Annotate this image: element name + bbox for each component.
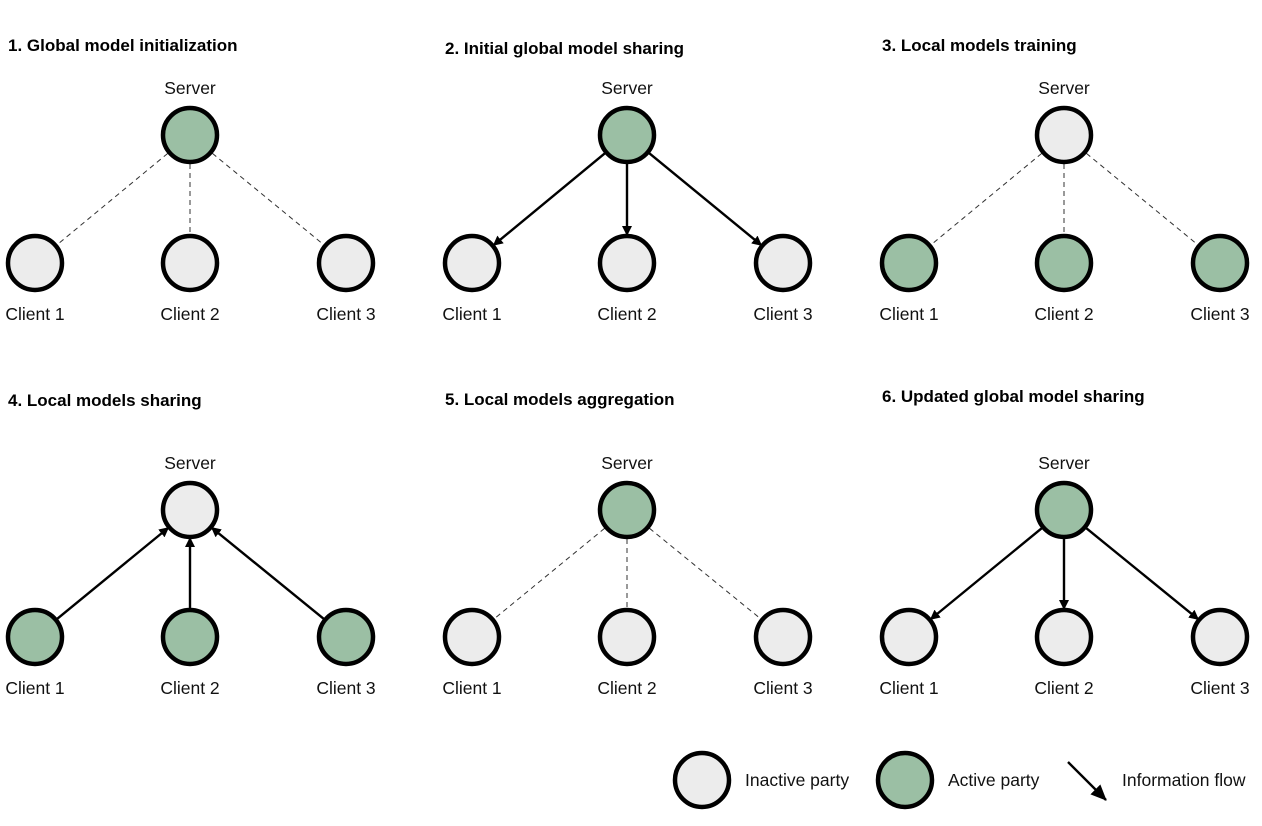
server-label: Server (1038, 453, 1090, 473)
client-node-3 (316, 233, 376, 293)
client-node-1 (442, 607, 502, 667)
panel-title: 6. Updated global model sharing (882, 387, 1145, 406)
panel-6: 6. Updated global model sharingServerCli… (879, 387, 1249, 698)
server-node (1034, 105, 1094, 165)
client-label-2: Client 2 (1034, 678, 1093, 698)
client-node-3 (1190, 607, 1250, 667)
client-node-1 (5, 607, 65, 667)
client-node-2 (597, 607, 657, 667)
panel-title: 3. Local models training (882, 36, 1077, 55)
connection-line-client-3 (1086, 153, 1198, 245)
client-node-3 (753, 233, 813, 293)
legend: Inactive party Active party Information … (672, 750, 1246, 810)
panel-title: 2. Initial global model sharing (445, 39, 684, 58)
legend-active-swatch (875, 750, 935, 810)
flow-arrow-to-client-3 (1082, 524, 1200, 621)
client-label-3: Client 3 (1190, 678, 1249, 698)
client-label-2: Client 2 (1034, 304, 1093, 324)
client-label-1: Client 1 (442, 304, 501, 324)
client-node-2 (160, 607, 220, 667)
client-label-1: Client 1 (442, 678, 501, 698)
legend-active-label: Active party (948, 770, 1040, 790)
server-label: Server (601, 78, 653, 98)
client-node-2 (160, 233, 220, 293)
client-node-1 (879, 607, 939, 667)
panel-title: 1. Global model initialization (8, 36, 238, 55)
connection-line-client-1 (931, 153, 1042, 245)
server-label: Server (164, 78, 216, 98)
server-label: Server (164, 453, 216, 473)
flow-arrow-from-client-3 (210, 526, 328, 623)
client-node-2 (1034, 233, 1094, 293)
connection-line-client-1 (57, 153, 168, 245)
panel-1: 1. Global model initializationServerClie… (5, 36, 375, 324)
client-node-1 (879, 233, 939, 293)
client-label-3: Client 3 (753, 304, 812, 324)
server-node (160, 105, 220, 165)
legend-inactive-swatch (672, 750, 732, 810)
panel-5: 5. Local models aggregationServerClient … (442, 390, 812, 698)
client-node-3 (316, 607, 376, 667)
server-label: Server (601, 453, 653, 473)
legend-flow-label: Information flow (1122, 770, 1246, 790)
client-node-2 (1034, 607, 1094, 667)
client-label-3: Client 3 (753, 678, 812, 698)
client-label-3: Client 3 (316, 304, 375, 324)
panel-title: 4. Local models sharing (8, 391, 202, 410)
client-label-1: Client 1 (5, 678, 64, 698)
flow-arrow-from-client-1 (53, 526, 170, 623)
client-label-2: Client 2 (597, 678, 656, 698)
server-node (160, 480, 220, 540)
flow-arrow-to-client-3 (645, 149, 763, 247)
server-node (1034, 480, 1094, 540)
client-label-1: Client 1 (879, 304, 938, 324)
server-label: Server (1038, 78, 1090, 98)
server-node (597, 105, 657, 165)
client-label-3: Client 3 (1190, 304, 1249, 324)
panels: 1. Global model initializationServerClie… (5, 36, 1249, 698)
client-label-2: Client 2 (160, 678, 219, 698)
client-label-1: Client 1 (879, 678, 938, 698)
client-node-1 (5, 233, 65, 293)
legend-flow-arrow-icon (1067, 761, 1107, 801)
legend-inactive-label: Inactive party (745, 770, 849, 790)
connection-line-client-1 (494, 527, 605, 620)
connection-line-client-3 (649, 527, 761, 620)
server-node (597, 480, 657, 540)
client-label-3: Client 3 (316, 678, 375, 698)
panel-2: 2. Initial global model sharingServerCli… (442, 39, 812, 324)
flow-arrow-to-client-1 (929, 524, 1046, 621)
client-node-3 (753, 607, 813, 667)
flow-arrow-to-client-1 (492, 149, 609, 247)
client-label-2: Client 2 (160, 304, 219, 324)
connection-line-client-3 (212, 153, 324, 245)
client-label-1: Client 1 (5, 304, 64, 324)
client-node-3 (1190, 233, 1250, 293)
client-node-2 (597, 233, 657, 293)
panel-title: 5. Local models aggregation (445, 390, 675, 409)
client-label-2: Client 2 (597, 304, 656, 324)
client-node-1 (442, 233, 502, 293)
